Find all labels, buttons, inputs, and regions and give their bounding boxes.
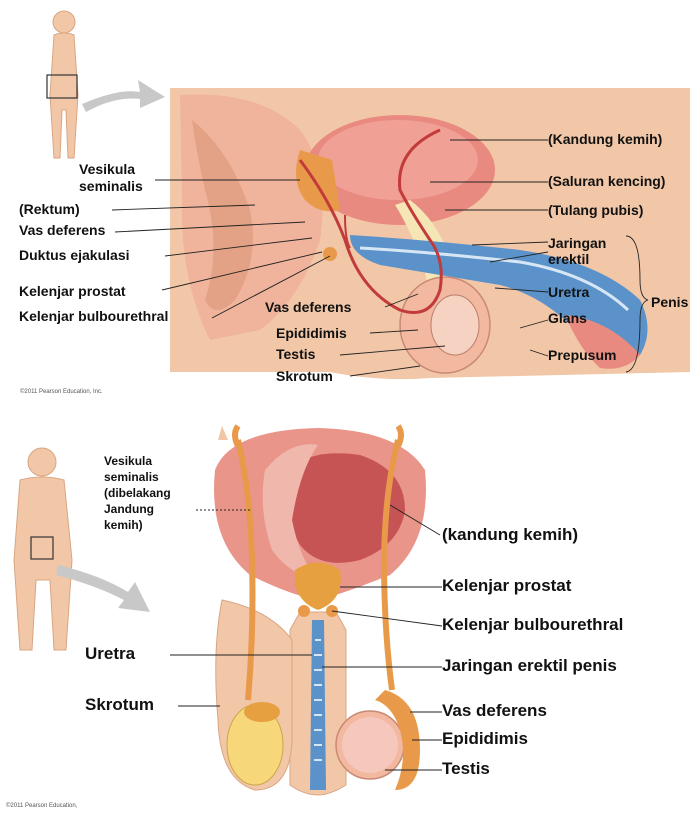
label-glans: Glans [548, 311, 587, 326]
label-jaringan-erektil-penis: Jaringan erektil penis [442, 657, 617, 676]
label-vesikula-b4: Jandung [104, 503, 154, 516]
label-skrotum-top: Skrotum [276, 369, 333, 384]
label-vas-deferens-center: Vas deferens [265, 300, 351, 315]
copyright-bottom: ©2011 Pearson Education, [6, 803, 77, 809]
label-jaringan-line2: erektil [548, 252, 589, 267]
label-vas-deferens-bottom: Vas deferens [442, 702, 547, 721]
bottom-body-silhouette [14, 448, 72, 650]
label-prepusum: Prepusum [548, 348, 616, 363]
label-jaringan-line1: Jaringan [548, 236, 606, 251]
label-testis-top: Testis [276, 347, 315, 362]
label-uretra-bottom: Uretra [85, 645, 135, 664]
label-kelenjar-prostat-top: Kelenjar prostat [19, 284, 126, 299]
label-vesikula-b1: Vesikula [104, 455, 152, 468]
bottom-frontal-anatomy [214, 426, 426, 795]
top-zoom-arrow [82, 80, 165, 112]
label-vas-deferens-left: Vas deferens [19, 223, 105, 238]
label-vesikula-line1: Vesikula [79, 162, 135, 177]
label-uretra-top: Uretra [548, 285, 589, 300]
label-testis-bottom: Testis [442, 760, 490, 779]
label-vesikula-b3: (dibelakang [104, 487, 171, 500]
label-kelenjar-prostat-bottom: Kelenjar prostat [442, 577, 571, 596]
label-epididimis-bottom: Epididimis [442, 730, 528, 749]
label-skrotum-bottom: Skrotum [85, 696, 154, 715]
label-kelenjar-bulbourethral-bottom: Kelenjar bulbourethral [442, 616, 623, 635]
label-rektum: (Rektum) [19, 202, 80, 217]
label-vesikula-line2: seminalis [79, 179, 143, 194]
label-kelenjar-bulbourethral-top: Kelenjar bulbourethral [19, 309, 168, 324]
label-tulang-pubis: (Tulang pubis) [548, 203, 643, 218]
label-duktus-ejakulasi: Duktus ejakulasi [19, 248, 130, 263]
label-kandung-kemih-top: (Kandung kemih) [548, 132, 662, 147]
label-kandung-kemih-bottom: (kandung kemih) [442, 526, 578, 545]
label-vesikula-b5: kemih) [104, 519, 143, 532]
label-saluran-kencing: (Saluran kencing) [548, 174, 665, 189]
copyright-top: ©2011 Pearson Education, Inc. [20, 389, 103, 395]
label-penis: Penis [651, 295, 688, 310]
top-body-silhouette [50, 11, 78, 158]
label-epididimis-top: Epididimis [276, 326, 347, 341]
label-vesikula-b2: seminalis [104, 471, 159, 484]
